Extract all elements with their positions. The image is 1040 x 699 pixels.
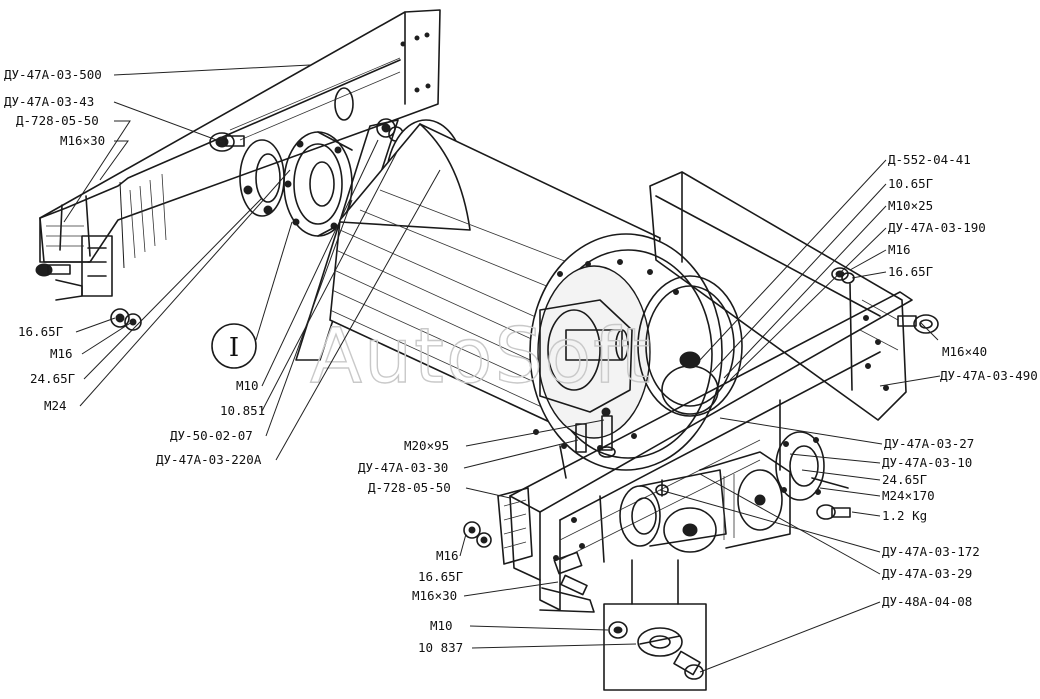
center-pins	[559, 407, 616, 479]
label-d-552-04-41: Д-552-04-41	[888, 152, 971, 167]
winch-drum	[329, 119, 743, 471]
label-m10-mid: М10	[236, 378, 259, 393]
label-du-47a-03-172: ДУ-47А-03-172	[882, 544, 980, 559]
label-24-65g-right: 24.65Г	[882, 472, 927, 487]
right-frame	[649, 171, 939, 421]
label-d-728-05-50-top: Д-728-05-50	[16, 113, 99, 128]
label-du-47a-03-190: ДУ-47А-03-190	[888, 220, 986, 235]
label-m16x40: М16×40	[942, 344, 987, 359]
label-du-47a-03-27: ДУ-47А-03-27	[884, 436, 974, 451]
lower-bracket	[463, 487, 588, 596]
labels-left: ДУ-47А-03-500 ДУ-47А-03-43 Д-728-05-50 М…	[4, 67, 265, 467]
label-16-65g-bottom: 16.65Г	[418, 569, 463, 584]
label-du-47a-03-10: ДУ-47А-03-10	[882, 455, 972, 470]
label-m24x170: М24×170	[882, 488, 935, 503]
reducer-assembly	[619, 431, 851, 553]
label-du-47a-03-43: ДУ-47А-03-43	[4, 94, 94, 109]
label-d-728-05-50-bottom: Д-728-05-50	[368, 480, 451, 495]
watermark: AutoSoft	[310, 311, 652, 400]
label-m20x95: М20×95	[404, 438, 449, 453]
left-frame-beam	[39, 9, 441, 269]
leader-lines	[63, 64, 941, 673]
labels-center: М20×95 ДУ-47А-03-30 Д-728-05-50 М16 16.6…	[358, 438, 463, 655]
label-du-50-02-07: ДУ-50-02-07	[170, 428, 253, 443]
label-16-65g-right: 16.65Г	[888, 264, 933, 279]
label-du-48a-04-08: ДУ-48А-04-08	[882, 594, 972, 609]
detail-callout-label: I	[229, 333, 239, 363]
label-m10x25: М10×25	[888, 198, 933, 213]
label-10-837: 10 837	[418, 640, 463, 655]
label-du-47a-03-500: ДУ-47А-03-500	[4, 67, 102, 82]
label-du-47a-03-490: ДУ-47А-03-490	[940, 368, 1038, 383]
label-du-47a-03-29: ДУ-47А-03-29	[882, 566, 972, 581]
label-1-2kg: 1.2 Кg	[882, 508, 927, 523]
detail-callout: I	[211, 323, 257, 369]
labels-right: Д-552-04-41 10.65Г М10×25 ДУ-47А-03-190 …	[882, 152, 1038, 609]
label-m10-bottom: М10	[430, 618, 453, 633]
label-16-65g-left: 16.65Г	[18, 324, 63, 339]
label-m24-left: М24	[44, 398, 67, 413]
label-m16-right: М16	[888, 242, 911, 257]
upper-bolt	[209, 132, 245, 152]
label-24-65g-left: 24.65Г	[30, 371, 75, 386]
label-10-851: 10.851	[220, 403, 265, 418]
detail-box	[603, 559, 707, 691]
label-m16x30-top: М16×30	[60, 133, 105, 148]
label-m16x30-bottom: М16×30	[412, 588, 457, 603]
beam-holes	[400, 32, 431, 93]
label-m16-bottom: М16	[436, 548, 459, 563]
left-mount-bracket	[35, 235, 142, 331]
label-10-65g: 10.65Г	[888, 176, 933, 191]
label-du-47a-03-30: ДУ-47А-03-30	[358, 460, 448, 475]
left-bearing-housing	[239, 131, 353, 237]
label-du-47a-03-220a: ДУ-47А-03-220А	[156, 452, 262, 467]
label-m16-left: М16	[50, 346, 73, 361]
